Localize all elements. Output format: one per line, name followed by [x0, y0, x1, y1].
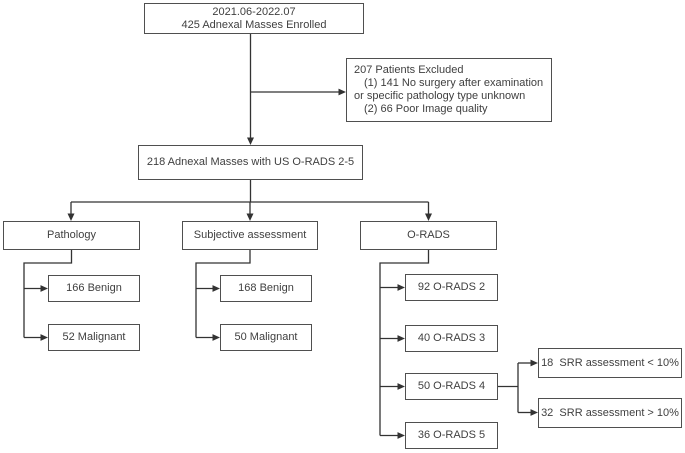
orads-3-label: 40 O-RADS 3 [417, 332, 486, 344]
node-srr-above-10: 32 SRR assessment > 10% [538, 398, 682, 428]
node-orads-2: 92 O-RADS 2 [405, 274, 498, 301]
srr-below-10-label: 18 SRR assessment < 10% [541, 356, 679, 369]
node-subjective-benign: 168 Benign [220, 275, 312, 302]
node-pathology: Pathology [3, 221, 140, 250]
enrollment-period: 2021.06-2022.07 [212, 5, 296, 18]
excluded-title: 207 Patients Excluded [354, 64, 464, 76]
enrollment-count: 425 Adnexal Masses Enrolled [181, 18, 327, 31]
node-pathology-malignant: 52 Malignant [48, 324, 140, 351]
node-srr-below-10: 18 SRR assessment < 10% [538, 348, 682, 378]
subjective-benign-label: 168 Benign [238, 282, 294, 294]
orads-label: O-RADS [407, 229, 450, 241]
node-orads-3: 40 O-RADS 3 [405, 325, 498, 352]
orads-4-label: 50 O-RADS 4 [417, 380, 486, 392]
node-subjective-malignant: 50 Malignant [220, 324, 312, 351]
orads-2-label: 92 O-RADS 2 [417, 281, 486, 293]
node-eligible: 218 Adnexal Masses with US O-RADS 2-5 [138, 145, 363, 180]
pathology-benign-label: 166 Benign [66, 282, 122, 294]
eligible-label: 218 Adnexal Masses with US O-RADS 2-5 [146, 156, 355, 168]
node-orads: O-RADS [360, 221, 497, 250]
node-pathology-benign: 166 Benign [48, 275, 140, 302]
node-orads-5: 36 O-RADS 5 [405, 422, 498, 449]
node-orads-4: 50 O-RADS 4 [405, 373, 498, 400]
excluded-reason-1-continued: or specific pathology type unknown [354, 90, 526, 102]
excluded-reason-1: (1) 141 No surgery after examination [364, 77, 544, 89]
pathology-malignant-label: 52 Malignant [62, 331, 126, 343]
excluded-reason-2: (2) 66 Poor Image quality [364, 103, 488, 115]
srr-above-10-label: 32 SRR assessment > 10% [541, 406, 679, 419]
node-subjective-assessment: Subjective assessment [182, 221, 318, 250]
orads-5-label: 36 O-RADS 5 [417, 429, 486, 441]
subjective-assessment-label: Subjective assessment [193, 229, 307, 241]
pathology-label: Pathology [47, 229, 96, 241]
subjective-malignant-label: 50 Malignant [234, 331, 298, 343]
node-enrollment: 2021.06-2022.07 425 Adnexal Masses Enrol… [144, 3, 364, 34]
node-excluded: 207 Patients Excluded (1) 141 No surgery… [346, 58, 552, 122]
